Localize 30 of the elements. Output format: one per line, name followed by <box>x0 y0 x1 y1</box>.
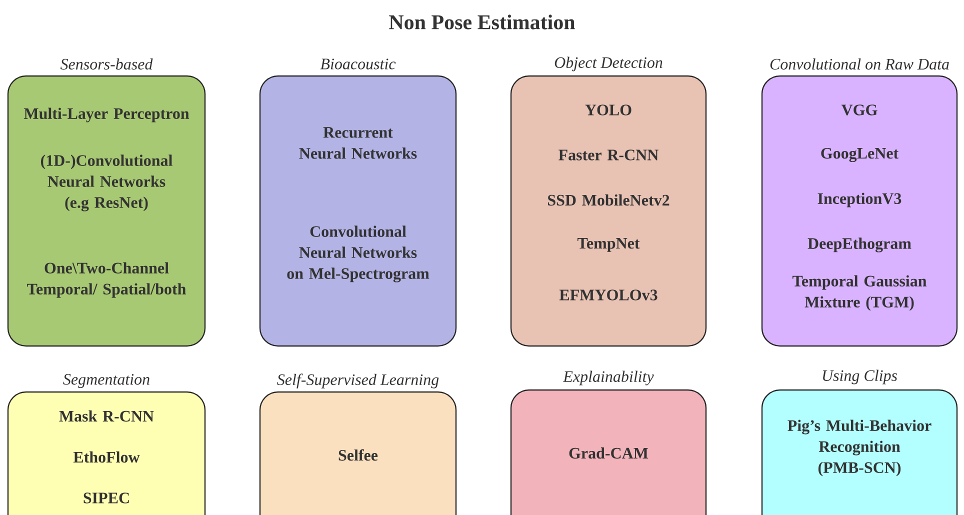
category-heading: Bioacoustic <box>319 58 397 70</box>
category-heading: Explainability <box>562 370 655 386</box>
method-label: Recurrent Neural Networks <box>299 127 417 159</box>
method-label: Convolutional Neural Networks on Mel-Spectrogram <box>287 226 430 282</box>
method-label: EthoFlow <box>73 451 140 463</box>
method-label: TempNet <box>578 238 640 252</box>
category-heading: Object Detection <box>553 56 664 72</box>
category-heading: Segmentation <box>62 373 152 389</box>
method-label: Faster R-CNN <box>558 150 658 160</box>
method-label: Selfee <box>338 449 378 461</box>
category-heading: Self-Supervised Learning <box>276 372 440 390</box>
method-label: Pig’s Multi-Behavior Recognition (PMB-SCN) <box>788 420 932 476</box>
category-heading: Using Clips <box>820 368 899 386</box>
method-label: Multi-Layer Perceptron <box>24 108 190 122</box>
method-label: SIPEC <box>84 492 129 504</box>
category-heading: Sensors-based <box>59 57 154 71</box>
diagram-title: Non Pose Estimation <box>389 14 576 30</box>
method-label: VGG <box>841 104 878 116</box>
method-label: Mask R-CNN <box>59 410 154 422</box>
method-label: YOLO <box>585 104 632 116</box>
method-label: EFMYOLOv3 <box>559 290 658 300</box>
method-label: (1D-)Convolutional Neural Networks (e.g ResNet) <box>40 154 172 212</box>
method-label: Grad-CAM <box>569 447 648 459</box>
category-heading: Convolutional on Raw Data <box>768 57 950 71</box>
method-label: One\Two-Channel Temporal/ Spatial/both <box>27 262 186 298</box>
method-label: DeepEthogram <box>808 238 912 252</box>
method-label: SSD MobileNetv2 <box>548 194 670 206</box>
method-label: InceptionV3 <box>818 192 902 208</box>
method-label: GoogLeNet <box>821 148 899 162</box>
method-label: Temporal Gaussian Mixture (TGM) <box>792 275 927 311</box>
